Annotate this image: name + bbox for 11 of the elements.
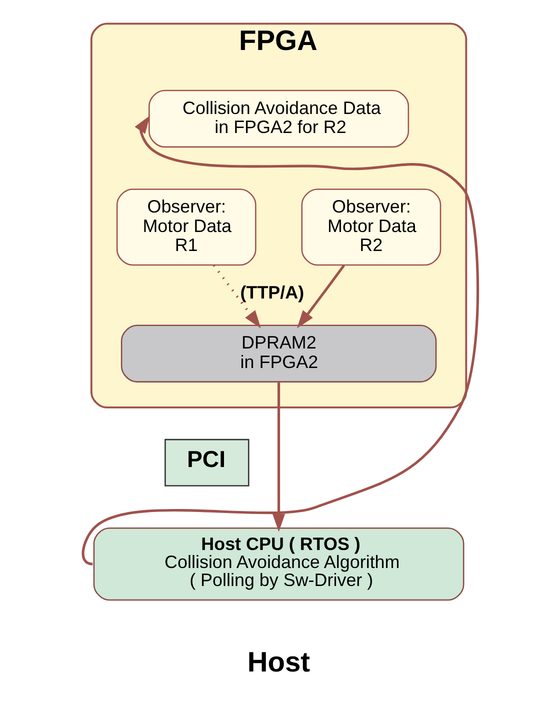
arrow <box>272 382 286 532</box>
arrow <box>212 264 261 328</box>
node-box: Collision Avoidance Data in FPGA2 for R2 <box>148 90 410 148</box>
node-box: Observer: Motor Data R1 <box>116 188 256 266</box>
node-box: PCI <box>164 438 250 486</box>
node-box: DPRAM2 in FPGA2 <box>120 324 437 382</box>
edge-label: (TTP/A) <box>240 282 304 303</box>
arrow <box>297 264 346 328</box>
node-box: Observer: Motor Data R2 <box>301 188 442 266</box>
node-box: Host CPU ( RTOS ) Collision Avoidance Algorithm ( Polling by Sw-Driver ) <box>93 527 464 601</box>
label: Host <box>247 645 310 678</box>
